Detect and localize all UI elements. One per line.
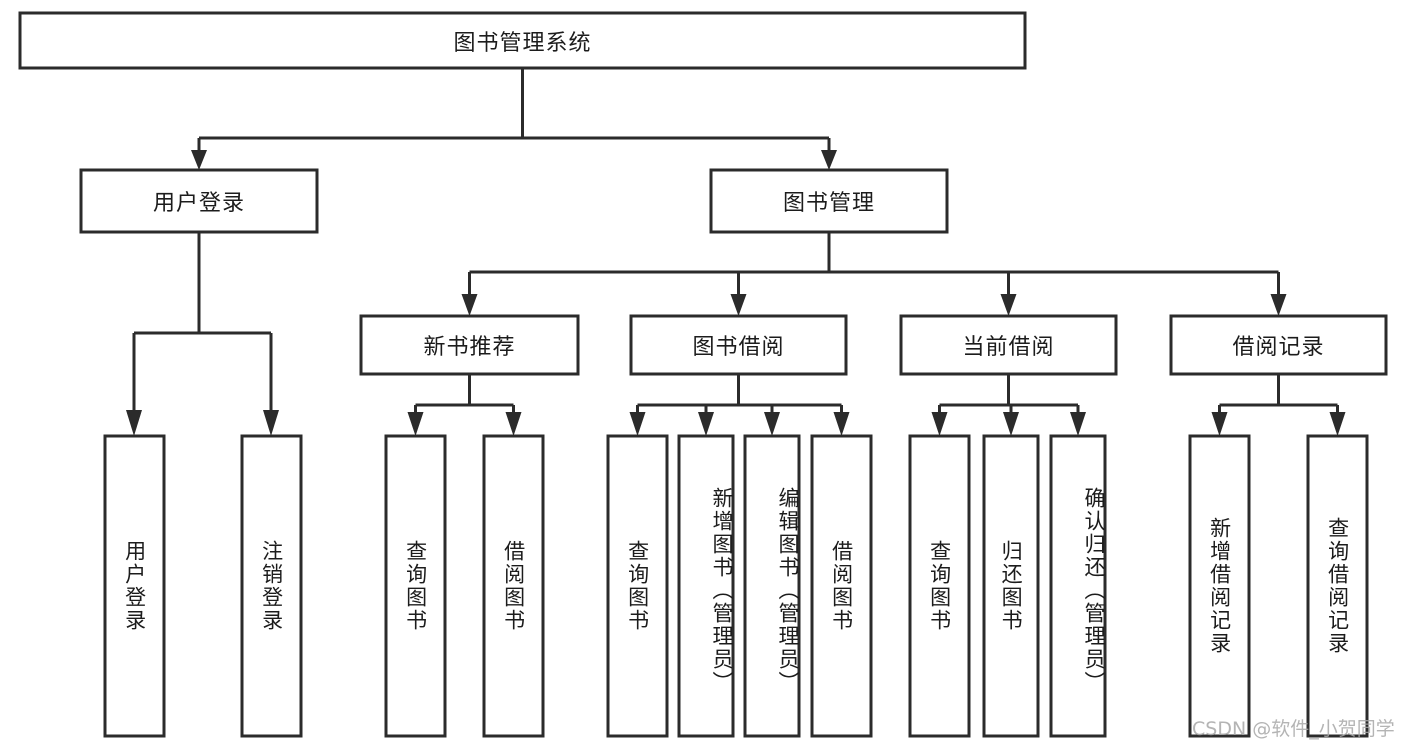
node-box-leaf-borrow-book-1[interactable] bbox=[482, 434, 545, 738]
arrow-head-new-book-rec bbox=[461, 294, 478, 316]
node-box-book-manage[interactable] bbox=[709, 168, 949, 234]
arrow-head-leaf-query-book-1 bbox=[407, 412, 424, 436]
connector-group bbox=[126, 68, 1346, 436]
node-box-leaf-add-book[interactable] bbox=[677, 434, 735, 738]
arrow-head-leaf-add-record bbox=[1211, 412, 1228, 436]
arrow-head-leaf-borrow-book-1 bbox=[505, 412, 522, 436]
node-box-leaf-query-book-2[interactable] bbox=[606, 434, 669, 738]
arrow-head-user-login bbox=[191, 150, 207, 170]
node-box-current-borrow[interactable] bbox=[899, 314, 1118, 376]
node-box-group bbox=[18, 11, 1388, 738]
arrow-head-leaf-query-record bbox=[1329, 412, 1346, 436]
node-box-leaf-user-login[interactable] bbox=[103, 434, 166, 738]
arrow-head-borrow-record bbox=[1270, 294, 1287, 316]
node-box-root[interactable] bbox=[18, 11, 1027, 70]
arrow-head-leaf-borrow-book-2 bbox=[833, 412, 850, 436]
node-box-leaf-add-record[interactable] bbox=[1188, 434, 1251, 738]
arrow-head-leaf-query-book-3 bbox=[931, 412, 948, 436]
arrow-head-leaf-user-login bbox=[126, 410, 142, 436]
csdn-watermark: CSDN @软件_小贺同学 bbox=[1192, 718, 1395, 740]
node-box-leaf-query-record[interactable] bbox=[1306, 434, 1369, 738]
node-box-leaf-return-book[interactable] bbox=[982, 434, 1040, 738]
node-box-leaf-borrow-book-2[interactable] bbox=[810, 434, 873, 738]
node-box-new-book-rec[interactable] bbox=[359, 314, 580, 376]
arrow-head-leaf-user-logout bbox=[263, 410, 279, 436]
arrow-head-book-manage bbox=[821, 150, 837, 170]
node-box-leaf-edit-book[interactable] bbox=[743, 434, 801, 738]
arrow-head-book-borrow bbox=[730, 294, 747, 316]
arrow-head-leaf-query-book-2 bbox=[629, 412, 646, 436]
node-box-borrow-record[interactable] bbox=[1169, 314, 1388, 376]
node-box-leaf-confirm-return[interactable] bbox=[1049, 434, 1107, 738]
arrow-head-leaf-confirm-return bbox=[1070, 412, 1086, 436]
node-box-book-borrow[interactable] bbox=[629, 314, 848, 376]
node-box-user-login[interactable] bbox=[79, 168, 319, 234]
arrow-head-leaf-add-book bbox=[698, 412, 714, 436]
node-box-leaf-user-logout[interactable] bbox=[240, 434, 303, 738]
arrow-head-leaf-edit-book bbox=[764, 412, 780, 436]
node-box-leaf-query-book-3[interactable] bbox=[908, 434, 971, 738]
arrow-head-current-borrow bbox=[1000, 294, 1017, 316]
arrow-head-leaf-return-book bbox=[1003, 412, 1019, 436]
node-box-leaf-query-book-1[interactable] bbox=[384, 434, 447, 738]
